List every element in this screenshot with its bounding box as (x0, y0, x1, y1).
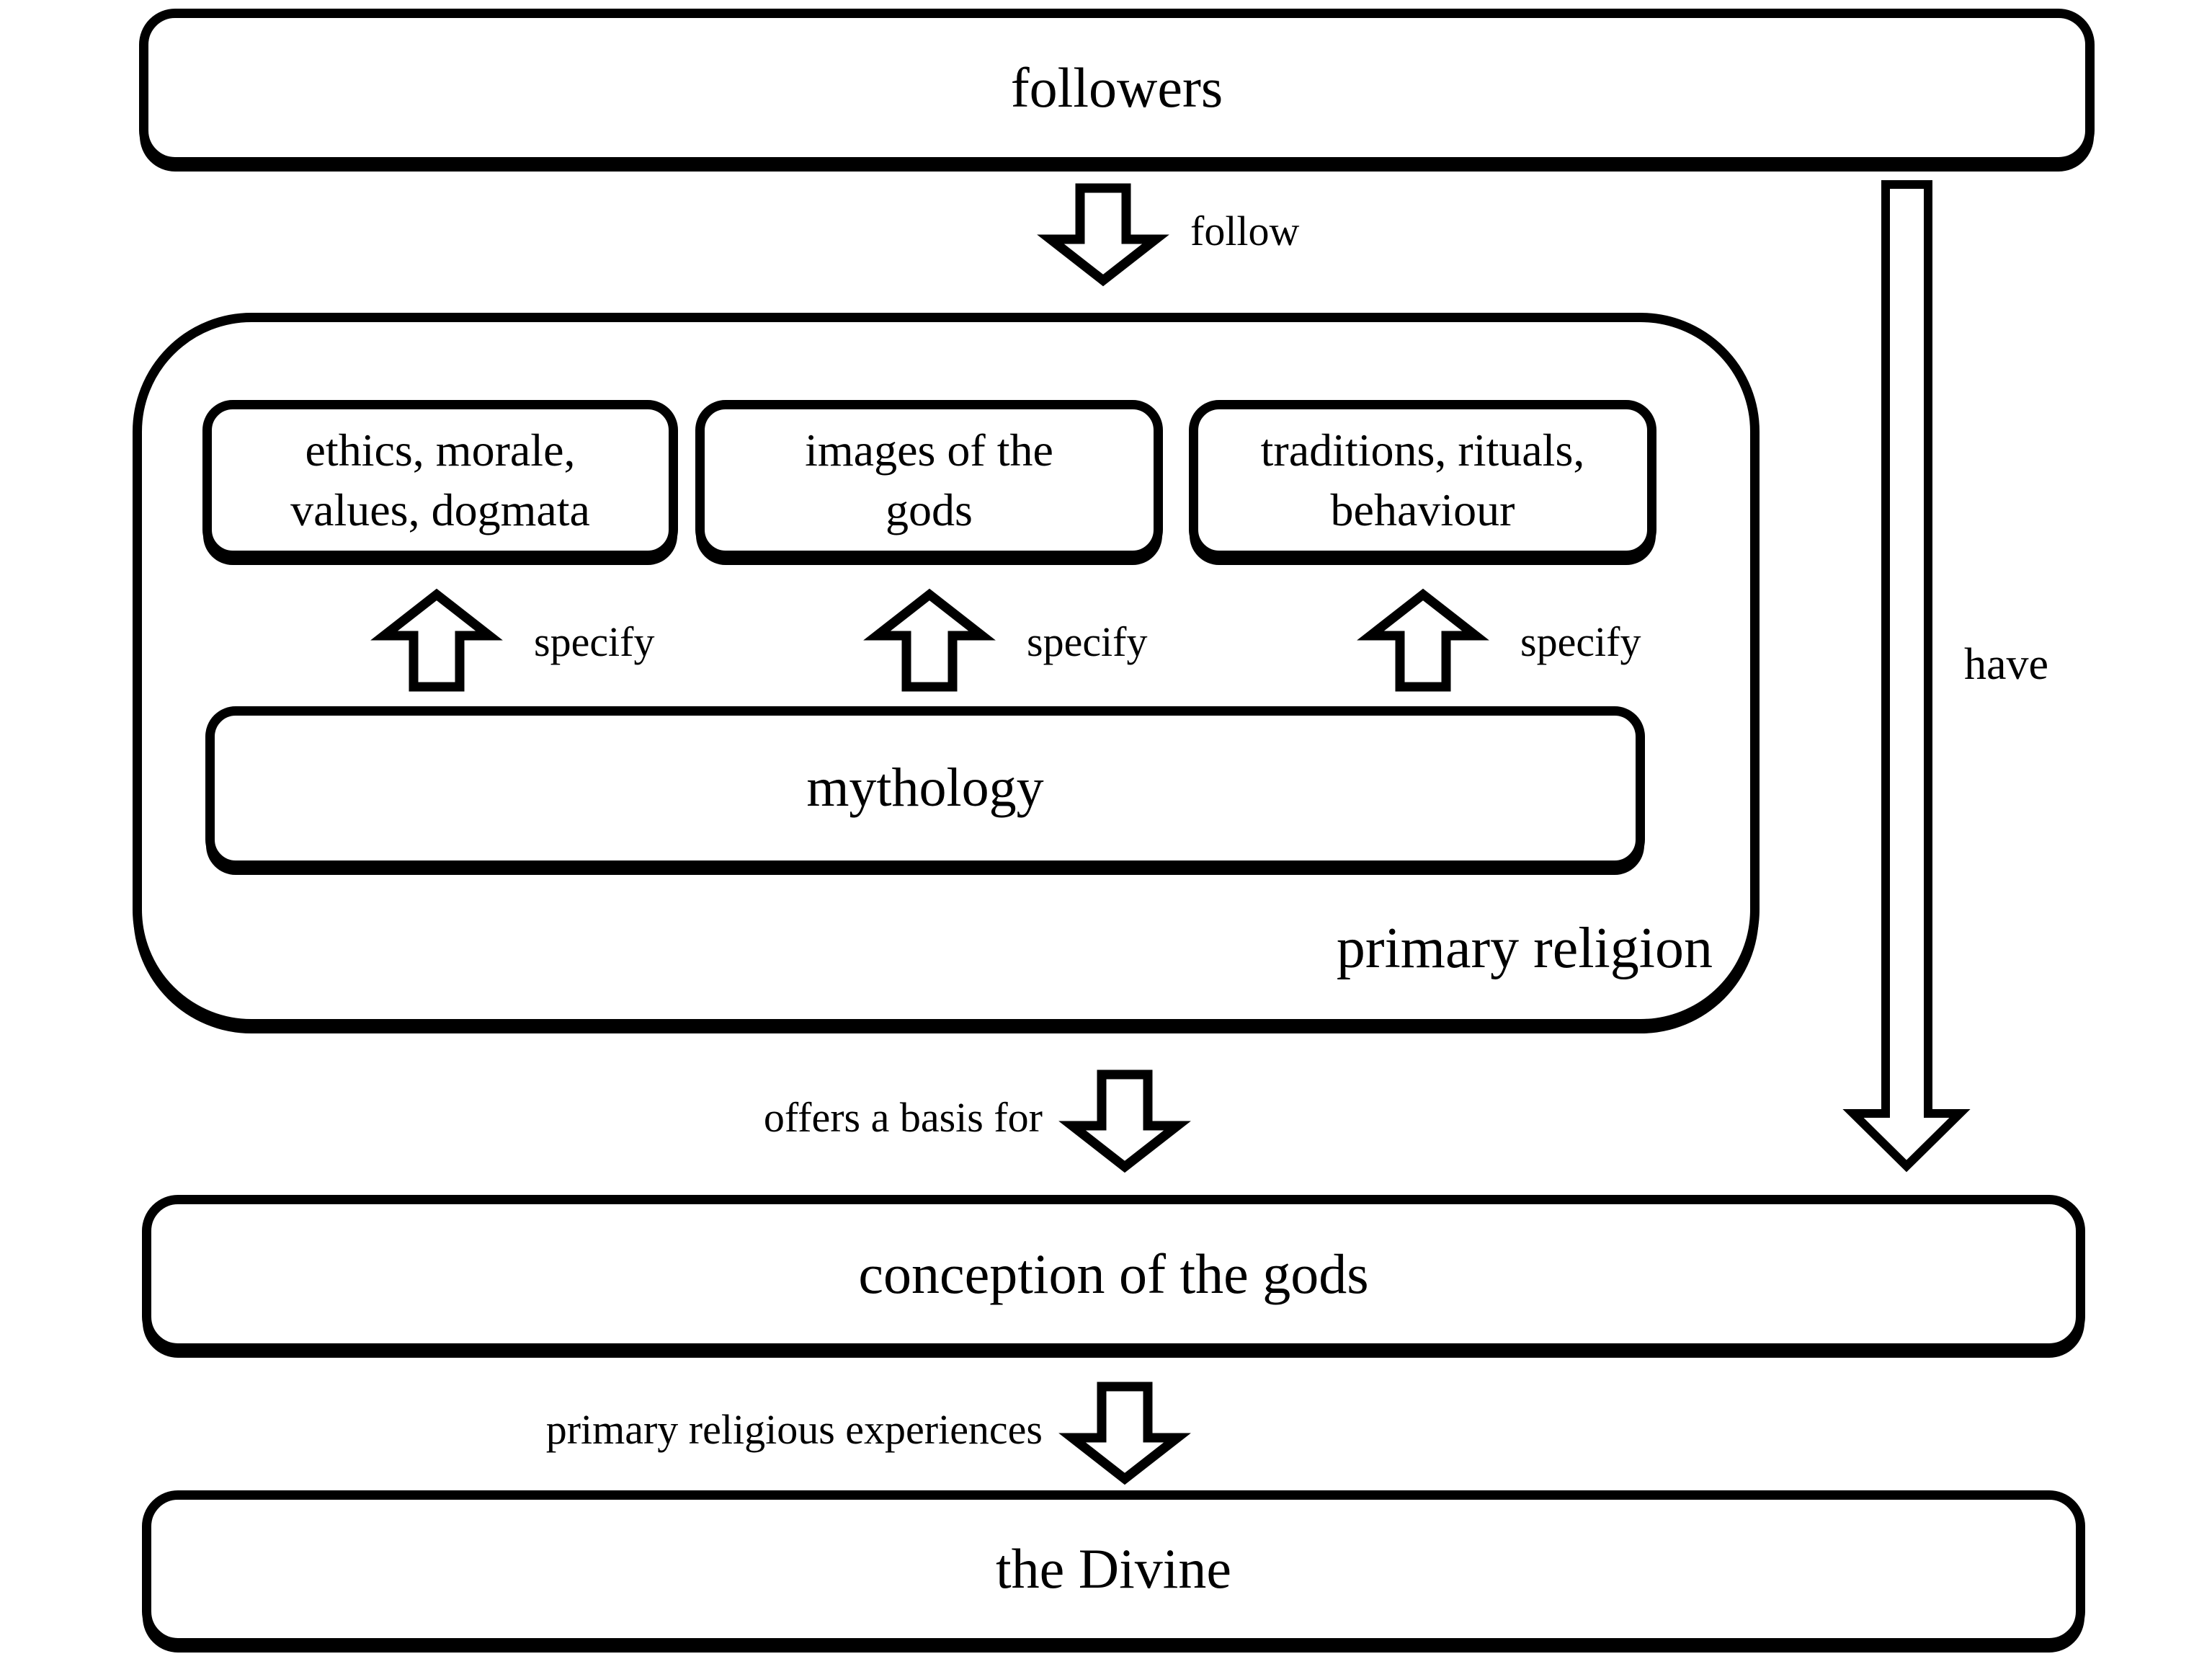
node-divine: the Divine (142, 1490, 2085, 1647)
node-images-of-gods-label: images of the gods (805, 424, 1053, 535)
node-images-of-gods: images of the gods (695, 400, 1163, 560)
edge-label-experiences: primary religious experiences (545, 1405, 1043, 1453)
edge-label-have: have (1964, 639, 2049, 689)
node-conception: conception of the gods (142, 1195, 2085, 1353)
node-ethics-label: ethics, morale, values, dogmata (290, 424, 590, 535)
experiences-arrow-down-icon (1058, 1382, 1191, 1485)
edge-label-specify-1: specify (534, 618, 655, 665)
node-ethics: ethics, morale, values, dogmata (202, 400, 678, 560)
node-mythology-label: mythology (806, 757, 1044, 818)
offers-arrow-down-icon (1058, 1069, 1191, 1173)
node-followers-label: followers (1010, 55, 1223, 119)
node-primary-religion-label: primary religion (1336, 917, 1713, 980)
follow-arrow-down-icon (1037, 183, 1169, 287)
node-followers: followers (139, 9, 2095, 166)
node-mythology: mythology (205, 706, 1645, 870)
edge-label-specify-3: specify (1520, 618, 1641, 665)
specify-arrow-up-icon (370, 588, 503, 692)
node-conception-label: conception of the gods (858, 1242, 1369, 1305)
specify-arrow-up-icon (1357, 588, 1489, 692)
have-arrow-down-icon (1842, 180, 1971, 1173)
edge-label-follow: follow (1190, 207, 1300, 254)
node-traditions-label: traditions, rituals, behaviour (1260, 424, 1585, 535)
edge-label-specify-2: specify (1027, 618, 1148, 665)
node-traditions: traditions, rituals, behaviour (1189, 400, 1656, 560)
edge-label-offers: offers a basis for (763, 1093, 1043, 1141)
specify-arrow-up-icon (863, 588, 996, 692)
node-divine-label: the Divine (995, 1537, 1232, 1600)
